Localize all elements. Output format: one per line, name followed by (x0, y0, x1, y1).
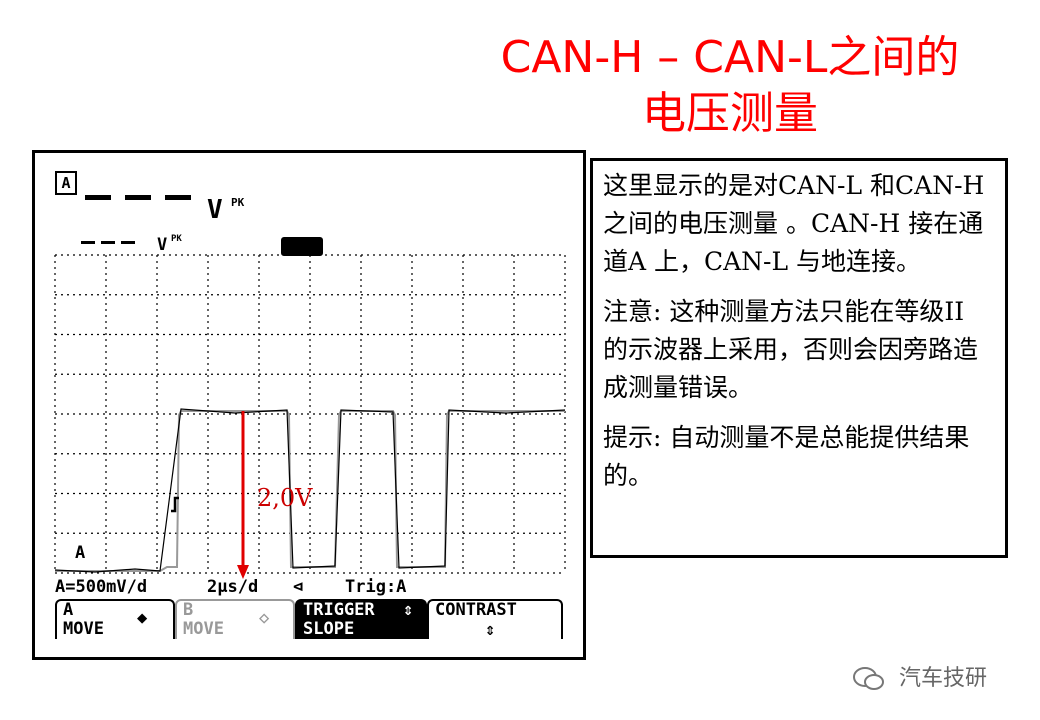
small-v-subscript: PK (171, 234, 182, 244)
softkey-b-move[interactable]: B MOVE ◇ (175, 599, 295, 639)
watermark: 汽车技研 (852, 660, 987, 692)
hold-badge: HOLD (281, 237, 324, 256)
softkey-b-move-line1: B (183, 600, 194, 620)
softkey-a-move[interactable]: A MOVE ◆ (55, 599, 175, 639)
softkey-bar: A MOVE ◆ B MOVE ◇ TRIGGER SLOPE ⇕ CONTRA… (55, 599, 567, 641)
reading-dash-1 (85, 195, 111, 200)
reading-small-dash-2 (101, 241, 115, 244)
reading-small-dash-1 (81, 241, 95, 244)
trace-channel-label: A (75, 543, 86, 563)
softkey-trigger-line2: SLOPE (303, 619, 355, 639)
explanation-box: 这里显示的是对CAN-L 和CAN-H之间的电压测量 。CAN-H 接在通道A … (590, 158, 1008, 558)
measurement-arrow-head (237, 565, 249, 579)
softkey-contrast-line1: CONTRAST (435, 600, 517, 620)
page-title: CAN-H – CAN-L之间的 电压测量 (470, 30, 990, 142)
reading-dash-2 (125, 195, 151, 200)
softkey-b-move-line2: MOVE (183, 619, 224, 639)
watermark-text: 汽车技研 (899, 666, 988, 691)
title-line-1: CAN-H – CAN-L之间的 (500, 32, 960, 83)
move-arrows-icon: ◇ (259, 608, 270, 628)
explanation-paragraph-3: 提示: 自动测量不是总能提供结果的。 (603, 423, 970, 490)
can-waveform-noise (54, 408, 566, 573)
channel-a-indicator: A (55, 171, 77, 195)
softkey-trigger-slope[interactable]: TRIGGER SLOPE ⇕ (295, 599, 427, 639)
explanation-paragraph-2: 注意: 这种测量方法只能在等级II 的示波器上采用，否则会因旁路造成测量错误。 (603, 297, 979, 402)
move-arrows-icon: ◆ (137, 608, 148, 628)
trigger-edge-icon: ⊲ (293, 577, 304, 597)
reading-small-dash-3 (121, 241, 135, 244)
trigger-source: Trig:A (345, 577, 407, 597)
softkey-a-move-line1: A (63, 600, 74, 620)
up-down-arrows-icon: ⇕ (485, 620, 496, 640)
trigger-marker (171, 496, 179, 513)
small-v-unit: V (157, 235, 168, 255)
title-line-2: 电压测量 (642, 88, 818, 139)
channel-scale: A=500mV/d (55, 577, 148, 597)
softkey-contrast[interactable]: CONTRAST ⇕ (427, 599, 563, 639)
softkey-a-move-line2: MOVE (63, 619, 104, 639)
timebase: 2µs/d (207, 577, 259, 597)
vpk-subscript: PK (231, 196, 245, 209)
wechat-logo-icon (853, 667, 884, 690)
vpk-unit: V (207, 195, 223, 225)
up-down-arrows-icon: ⇕ (403, 600, 414, 620)
oscilloscope-screen: A V PK V PK HOLD 2,0V A A=500mV/d 2µs/d … (32, 150, 586, 660)
explanation-paragraph-1: 这里显示的是对CAN-L 和CAN-H之间的电压测量 。CAN-H 接在通道A … (603, 171, 985, 276)
graticule (54, 254, 566, 574)
reading-dash-3 (165, 195, 191, 200)
measurement-value: 2,0V (257, 484, 313, 512)
waveform-display (54, 254, 566, 579)
softkey-trigger-line1: TRIGGER (303, 600, 375, 620)
